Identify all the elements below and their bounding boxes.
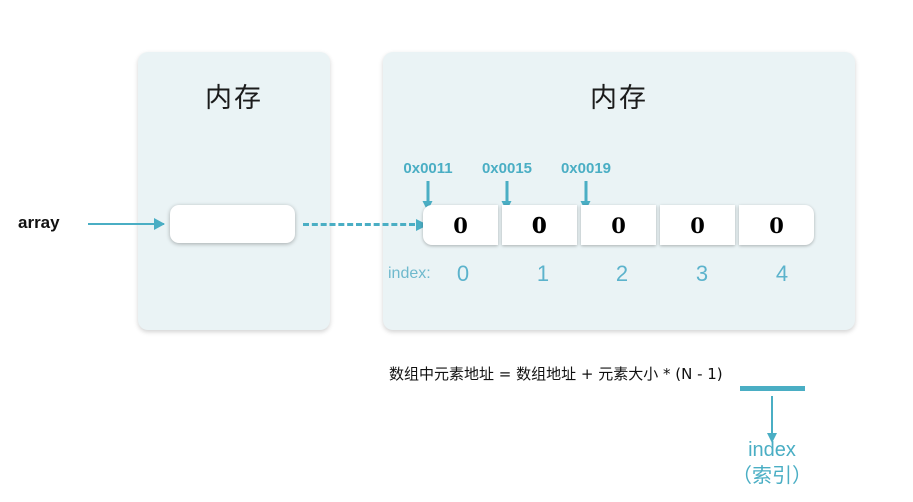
array-cell-value-overlay: 0 [531,212,547,238]
address-label-1: 0x0015 [481,160,533,177]
index-legend-zh: （索引） [732,464,812,487]
memory-link-dashed-arrow-icon [303,219,428,231]
index-value: 2 [615,261,629,286]
address-down-arrow-icon-1 [501,181,512,211]
index-value: 0 [456,261,470,286]
formula-highlight-underline [740,386,805,391]
index-value: 3 [695,261,709,286]
address-label-0: 0x0011 [403,160,453,177]
array-cell: 0 [581,205,656,245]
array-cell: 0 [423,205,498,245]
array-cell-value: 0 [532,212,547,238]
index-legend: index （索引） [732,438,812,489]
address-formula: 数组中元素地址 = 数组地址 + 元素大小 * (N - 1) [389,365,723,383]
array-pointer-arrow-icon [88,218,165,230]
address-down-arrow-icon-2 [580,181,591,211]
index-value: 1 [536,261,550,286]
memory-panel-left: 内存 [138,52,330,330]
memory-panel-left-title: 内存 [205,83,263,114]
array-label: array [18,213,60,232]
address-label-2: 0x0019 [560,160,612,177]
index-value: 4 [775,261,789,286]
array-cell: 0 0 [502,205,577,245]
memory-panel-right-title: 内存 [590,83,648,114]
array-cell: 0 [739,205,814,245]
array-pointer-box [170,205,295,243]
array-cell: 0 [660,205,735,245]
index-caption: index: [388,265,431,282]
formula-callout-arrow-icon [767,396,777,443]
address-down-arrow-icon-0 [422,181,433,211]
memory-panel-right: 内存 [383,52,855,330]
array-cells: 0 0 0 0 0 0 [423,205,814,245]
index-legend-en: index [748,439,796,461]
